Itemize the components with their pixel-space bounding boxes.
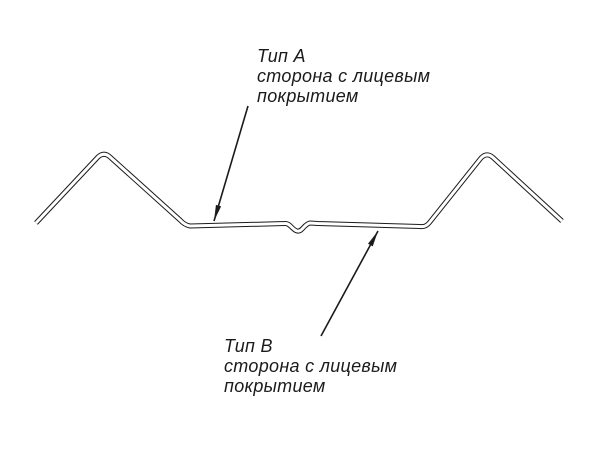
- label-type-a-desc-line1: сторона с лицевым: [257, 66, 431, 86]
- label-type-a-title: Тип А: [257, 46, 306, 66]
- label-type-a-desc-line2: покрытием: [257, 86, 359, 106]
- label-type-b-title: Тип В: [224, 336, 273, 356]
- leader-line-type-b: [320, 230, 379, 337]
- label-type-b-desc-line2: покрытием: [224, 376, 326, 396]
- profile-inner-line: [34, 152, 564, 233]
- label-type-b: Тип В сторона с лицевым покрытием: [224, 336, 397, 396]
- profile-outer-line: [34, 151, 564, 234]
- leader-line-type-a: [213, 105, 249, 222]
- label-type-b-desc-line1: сторона с лицевым: [224, 356, 398, 376]
- label-type-a: Тип А сторона с лицевым покрытием: [257, 46, 430, 106]
